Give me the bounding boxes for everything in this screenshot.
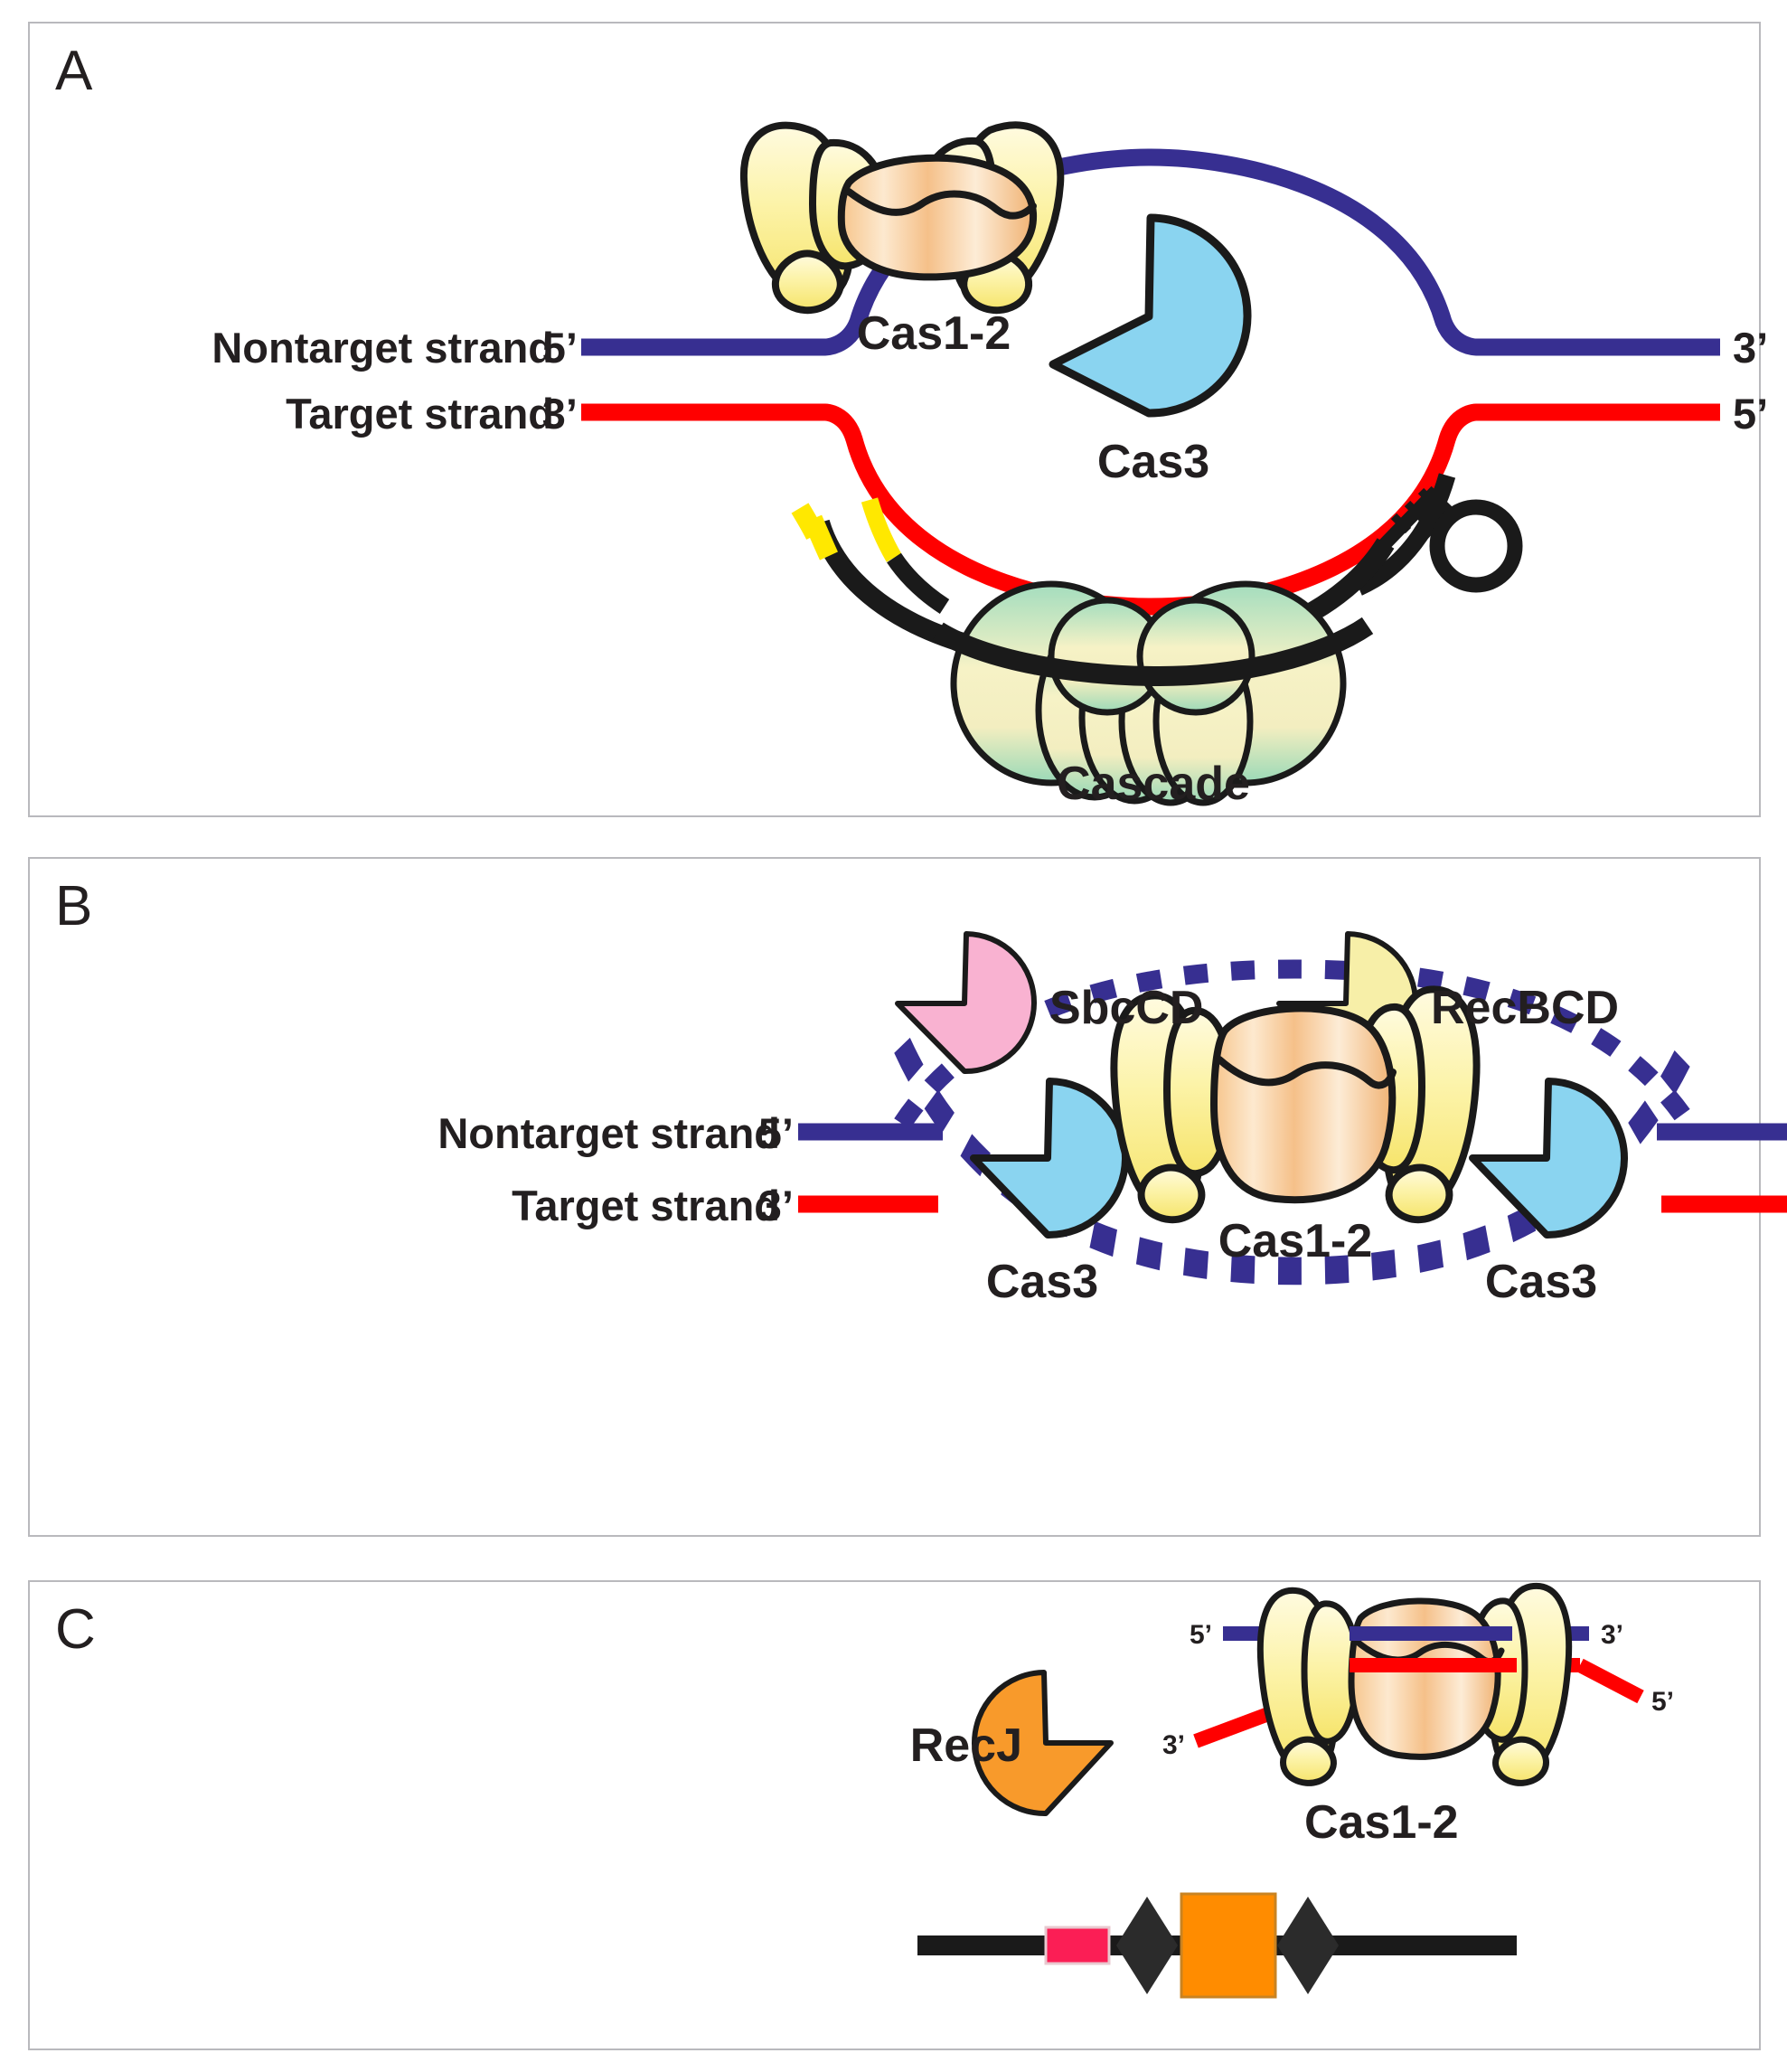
nontarget-right-prime-c: 3’ xyxy=(1601,1620,1623,1650)
cas3-left-label-b: Cas3 xyxy=(986,1256,1098,1308)
recj-pacman xyxy=(972,1670,1114,1817)
panel-a-letter: A xyxy=(55,40,93,102)
panel-b-letter: B xyxy=(55,875,93,937)
cas1-2-complex-a xyxy=(739,121,1065,315)
cas1-2-complex-c xyxy=(1256,1582,1573,1786)
target-strand-label-a: Target strand xyxy=(286,390,554,438)
cas1-2-label-b: Cas1-2 xyxy=(1218,1215,1373,1267)
crrna-hairpin-icon xyxy=(1378,485,1523,593)
recbcd-label: RecBCD xyxy=(1431,982,1619,1034)
target-right-prime-a: 5’ xyxy=(1733,390,1768,438)
nontarget-strand-a xyxy=(581,148,1720,356)
cas1-2-label-a: Cas1-2 xyxy=(857,307,1011,360)
panel-c-letter: C xyxy=(55,1598,96,1661)
crrna-over-cascade xyxy=(933,617,1374,687)
panel-c: C RecJ xyxy=(28,1580,1761,2050)
panel-c-graphic: RecJ xyxy=(910,1582,1674,1999)
target-strand-a xyxy=(581,403,1720,616)
nontarget-right-prime-a: 3’ xyxy=(1733,324,1768,372)
dna-over-barrel-c xyxy=(1350,1626,1517,1672)
target-right-prime-c: 5’ xyxy=(1651,1687,1674,1717)
cas1-2-complex-b xyxy=(1110,985,1481,1224)
panel-a-graphic: Nontarget strand Target strand 5’ 3’ 3’ … xyxy=(212,121,1768,810)
recj-label: RecJ xyxy=(910,1719,1022,1772)
panel-b: B xyxy=(28,857,1787,1537)
cas3-pacman-b-right xyxy=(1469,1078,1628,1239)
cas3-label-a: Cas3 xyxy=(1097,436,1209,488)
nontarget-left-prime-a: 5’ xyxy=(542,324,578,372)
nontarget-strand-label-b: Nontarget strand xyxy=(437,1109,780,1157)
crispr-spacer-box xyxy=(1180,1892,1277,1999)
cas3-pacman-b-left xyxy=(970,1078,1129,1239)
nontarget-left-prime-b: 5’ xyxy=(758,1109,794,1157)
target-left-prime-b: 3’ xyxy=(758,1182,794,1229)
panel-a: A xyxy=(28,22,1768,817)
cas3-right-label-b: Cas3 xyxy=(1485,1256,1597,1308)
target-left-prime-a: 3’ xyxy=(542,390,578,438)
crispr-repeat-diamond-2 xyxy=(1277,1897,1339,1994)
crispr-repeat-diamond-1 xyxy=(1116,1897,1178,1994)
nontarget-strand-label-a: Nontarget strand xyxy=(212,324,554,372)
cas1-2-label-c: Cas1-2 xyxy=(1304,1796,1459,1849)
sbccd-pacman xyxy=(895,931,1037,1075)
cas3-pacman-a xyxy=(1049,213,1252,418)
crispr-array xyxy=(917,1892,1517,1999)
crispr-leader-box xyxy=(1044,1926,1111,1965)
target-strand-label-b: Target strand xyxy=(512,1182,780,1229)
target-left-prime-c: 3’ xyxy=(1162,1730,1185,1760)
nontarget-left-prime-c: 5’ xyxy=(1190,1620,1212,1650)
panel-b-graphic: Nontarget strand Target strand 5’ 3’ 3’ … xyxy=(437,931,1787,1308)
sbccd-label: SbcCD xyxy=(1049,982,1203,1034)
cascade-label-a: Cascade xyxy=(1057,758,1250,810)
